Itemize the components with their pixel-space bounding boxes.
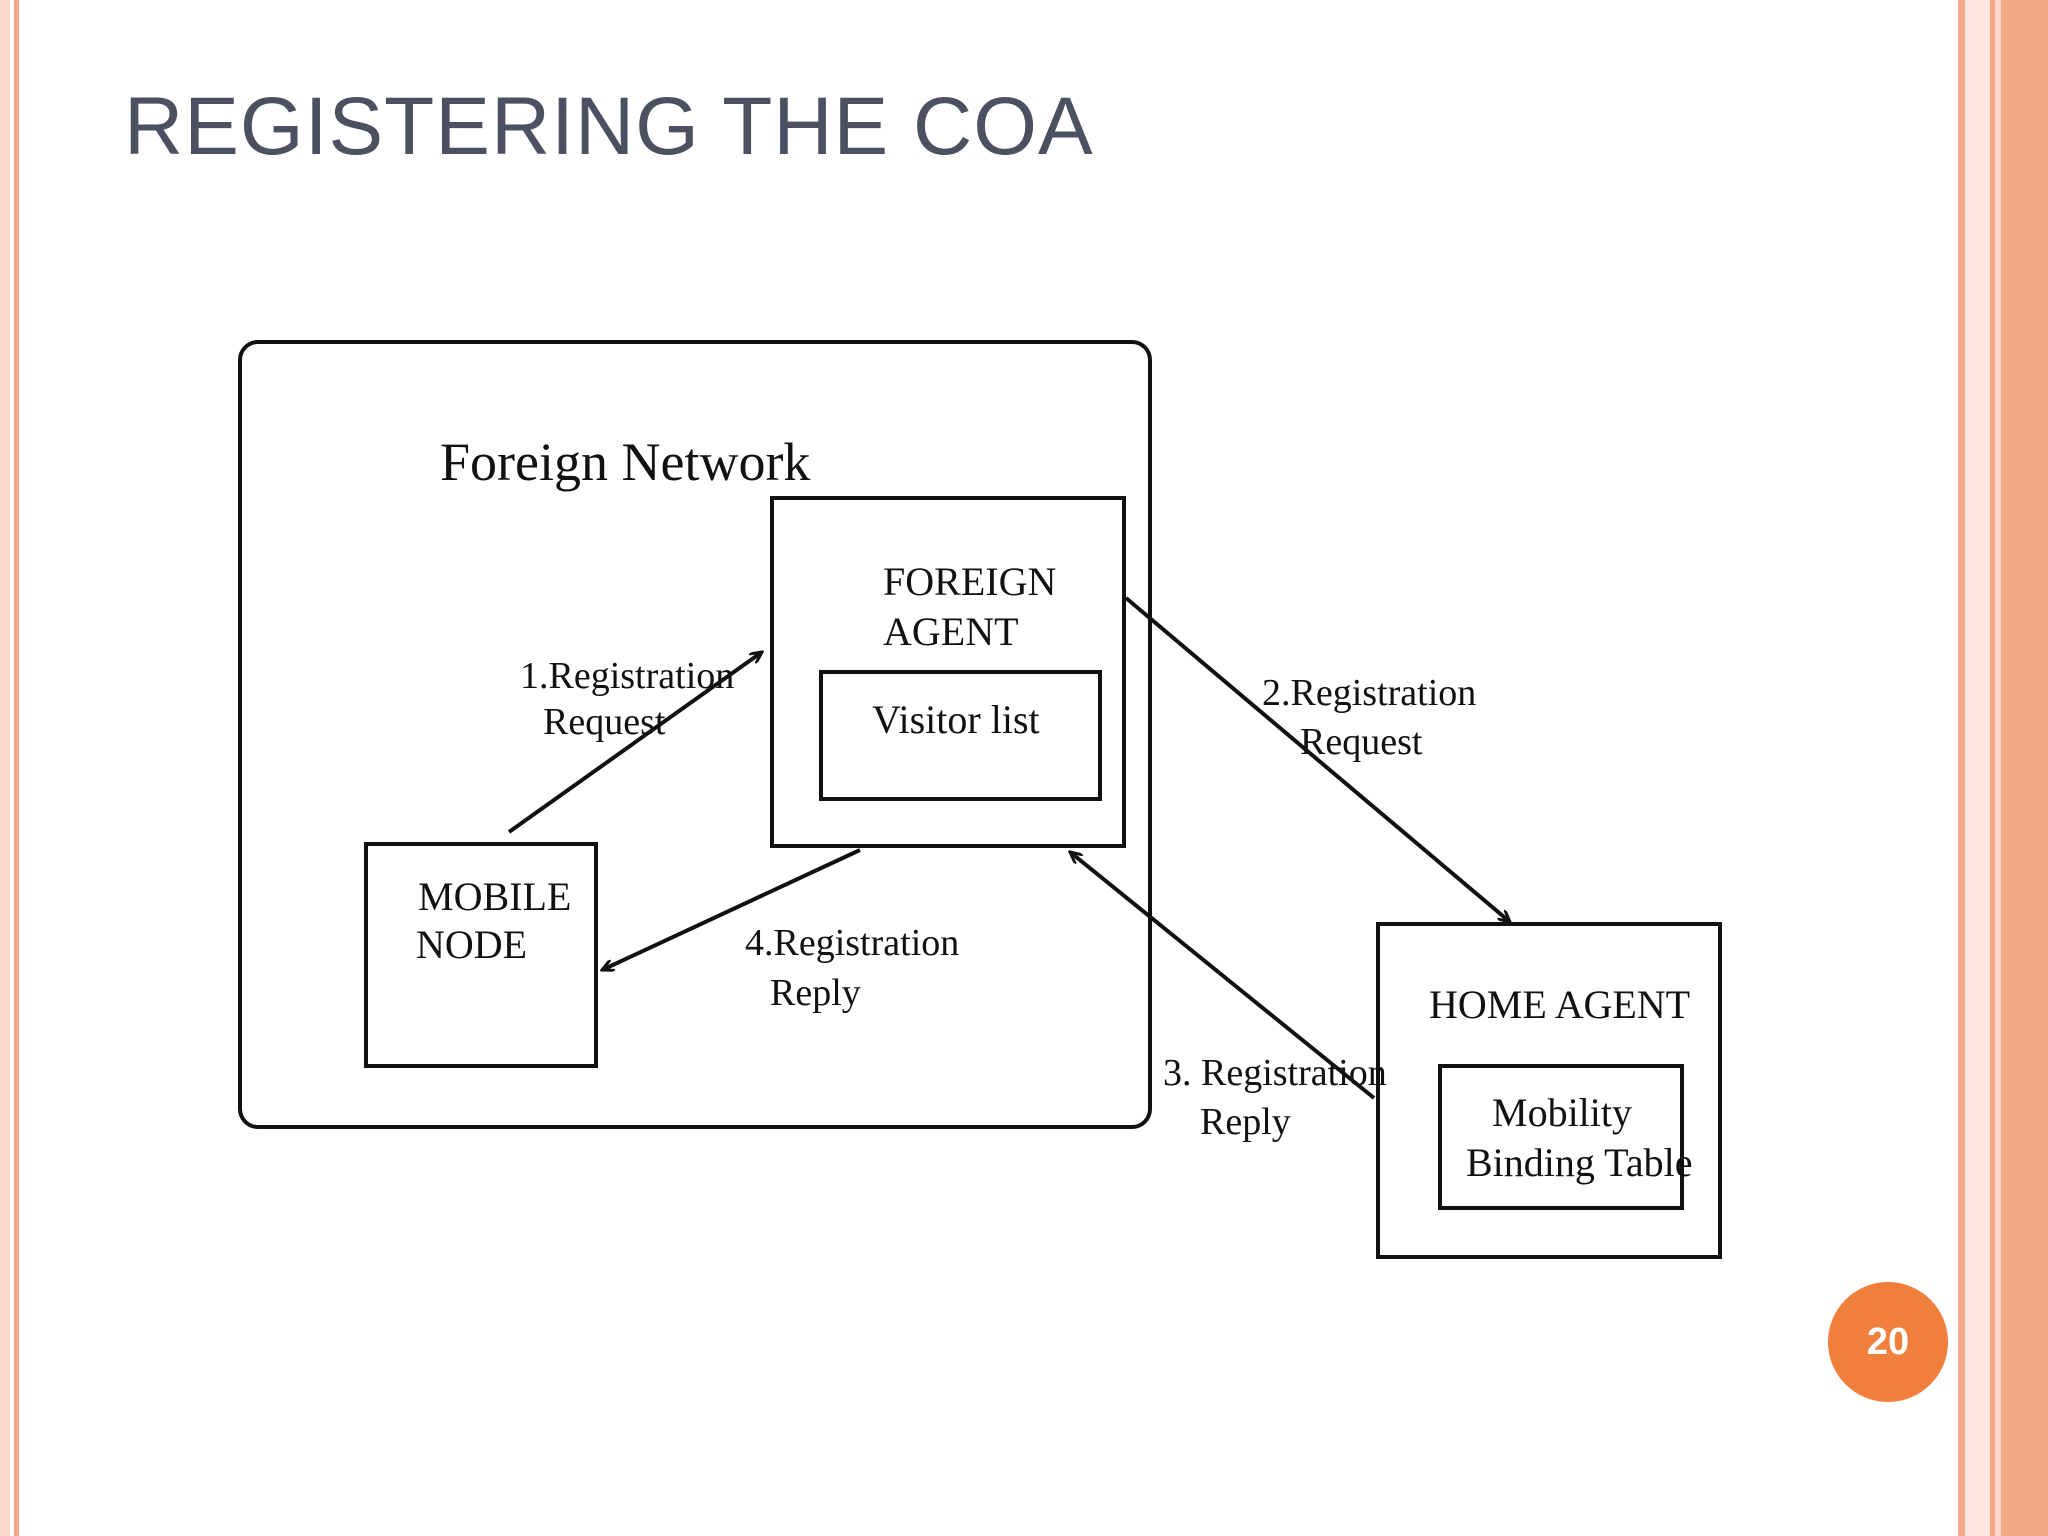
- message-3-line2: Reply: [1200, 1101, 1291, 1143]
- message-1-line2: Request: [543, 701, 666, 743]
- home-agent-label: HOME AGENT: [1429, 982, 1690, 1027]
- slide-border-right-2: [1965, 0, 1990, 1536]
- foreign-agent-box: [770, 496, 1126, 848]
- arrow-1-registration-request: [507, 652, 762, 834]
- mobility-binding-table-box: [1438, 1064, 1684, 1210]
- slide-border-left-outer: [0, 0, 10, 1536]
- arrow-3-registration-reply: [1070, 852, 1376, 1100]
- message-2-line1: 2.Registration: [1262, 672, 1476, 714]
- foreign-agent-label-line2: AGENT: [883, 609, 1019, 654]
- foreign-agent-label-line1: FOREIGN: [883, 559, 1056, 604]
- arrow-2-registration-request: [1124, 596, 1510, 922]
- page-number-badge: 20: [1828, 1282, 1948, 1402]
- mobile-node-label-line2: NODE: [416, 922, 527, 967]
- slide-border-left-inner: [14, 0, 19, 1536]
- slide-border-right-3: [1990, 0, 1995, 1536]
- message-1-line1: 1.Registration: [520, 655, 734, 697]
- foreign-network-label: Foreign Network: [440, 432, 810, 492]
- slide-border-right-5: [2001, 0, 2048, 1536]
- slide-border-right-1: [1958, 0, 1965, 1536]
- mobile-node-box: [364, 842, 598, 1068]
- slide-title: REGISTERING THE COA: [124, 81, 1094, 172]
- slide-border-right-4: [1995, 0, 2001, 1536]
- visitor-list-label: Visitor list: [872, 697, 1040, 742]
- message-4-line2: Reply: [770, 972, 861, 1014]
- message-3-line1: 3. Registration: [1163, 1052, 1387, 1094]
- visitor-list-box: [819, 670, 1102, 801]
- mobility-binding-table-label-line1: Mobility: [1492, 1090, 1632, 1135]
- foreign-network-box: [238, 340, 1152, 1129]
- message-2-line2: Request: [1300, 721, 1423, 763]
- home-agent-box: [1376, 922, 1722, 1259]
- coa-registration-diagram: Foreign Network FOREIGN AGENT Visitor li…: [238, 340, 1722, 1259]
- message-4-line1: 4.Registration: [745, 922, 959, 964]
- mobility-binding-table-label-line2: Binding Table: [1466, 1140, 1692, 1185]
- arrow-4-registration-reply: [602, 848, 861, 970]
- mobile-node-label-line1: MOBILE: [418, 874, 571, 919]
